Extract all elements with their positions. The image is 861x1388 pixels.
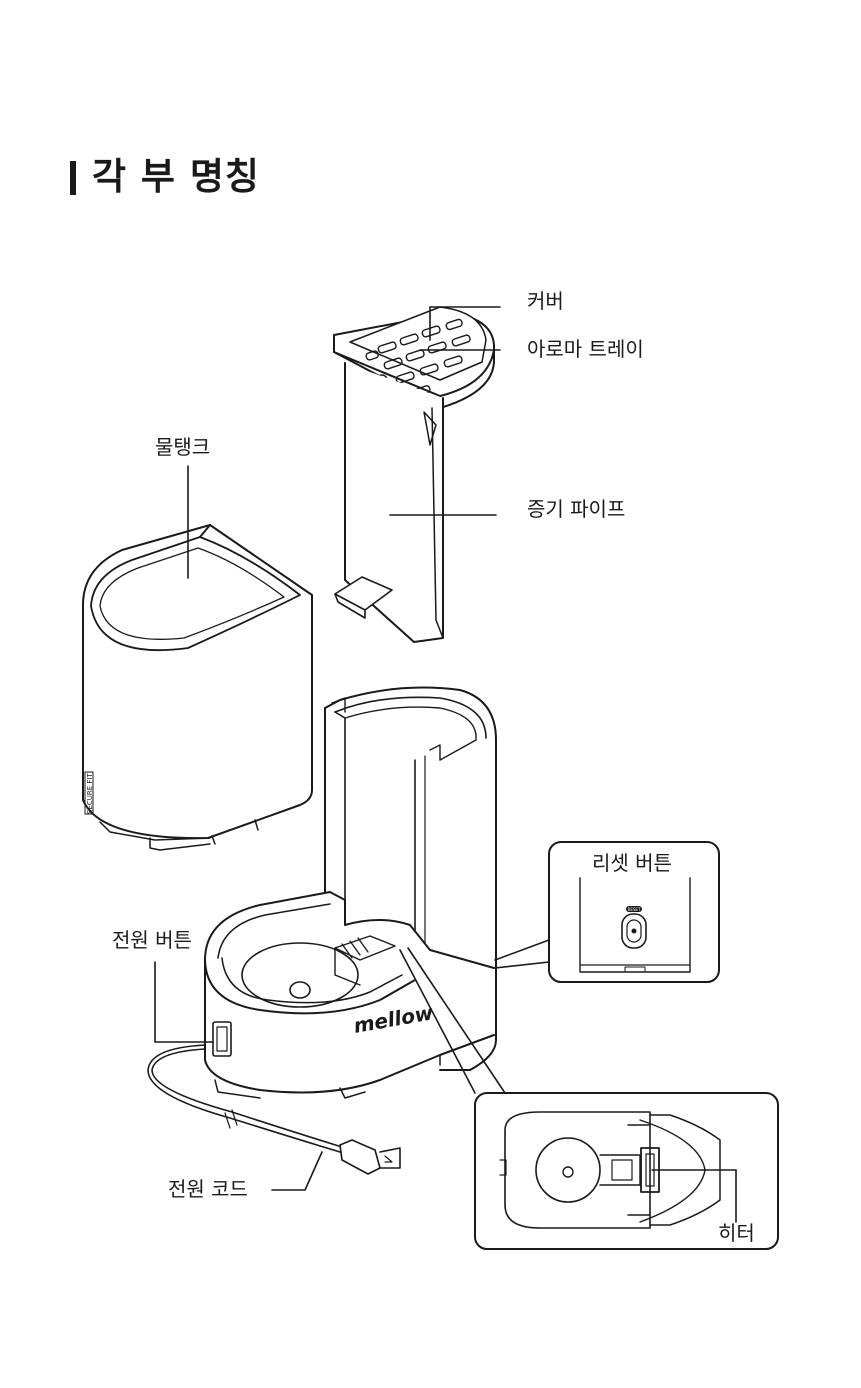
tank-mark: SECURE FIT — [86, 773, 94, 814]
label-power-cord: 전원 코드 — [168, 1177, 248, 1201]
label-heater: 히터 — [718, 1221, 755, 1245]
steam-pipe-illustration — [334, 362, 444, 643]
label-steam-pipe: 증기 파이프 — [527, 497, 626, 521]
cover-illustration — [333, 306, 495, 409]
label-power-button: 전원 버튼 — [112, 928, 192, 952]
label-water-tank: 물탱크 — [155, 435, 211, 459]
power-cord-illustration — [147, 1044, 401, 1175]
label-reset-button: 리셋 버튼 — [592, 851, 672, 875]
reset-inset-box — [548, 841, 720, 983]
title-bar — [70, 161, 76, 195]
page-title: 각 부 명칭 — [92, 155, 260, 198]
label-cover: 커버 — [527, 289, 564, 313]
base-illustration — [204, 686, 497, 1099]
leader-lines — [154, 306, 737, 1223]
water-tank-illustration — [82, 524, 313, 851]
label-aroma-tray: 아로마 트레이 — [527, 337, 644, 361]
reset-mark: RESET — [628, 907, 641, 912]
